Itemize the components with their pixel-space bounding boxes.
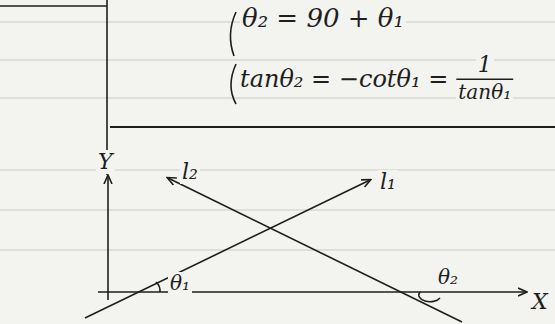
axis-label: Y [96,150,115,174]
equation: θ₂ = 90 + θ₁ [240,4,406,33]
line-label: l₂ [180,160,200,184]
margin-line [0,5,107,7]
line-l2 [168,178,462,322]
angle-arc [419,292,440,302]
ruled-lines [0,22,555,250]
line-l1 [85,180,370,318]
margin-line [106,0,108,175]
angle-label: θ₁ [168,272,192,294]
fraction-bar [456,78,513,80]
brace [230,12,236,104]
axis-label: X [530,290,550,314]
angle-arc [156,282,160,292]
divider-line [110,126,555,128]
fraction-numerator: 1 [476,53,494,77]
equation: tanθ₂ = −cotθ₁ = [238,66,450,92]
y-axis [107,176,109,300]
x-axis [98,291,526,293]
fraction-denominator: tanθ₁ [456,81,513,103]
angle-label: θ₂ [436,266,460,288]
line-label: l₁ [378,170,398,194]
